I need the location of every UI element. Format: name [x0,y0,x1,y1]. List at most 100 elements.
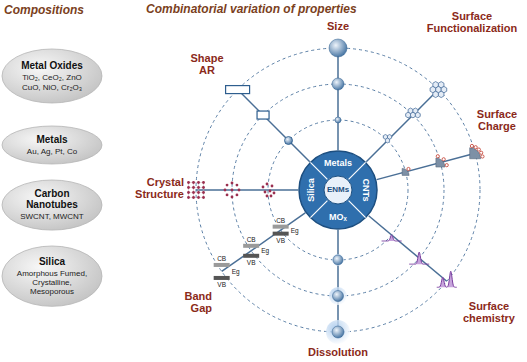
lattice-atom [226,184,229,187]
lattice-atom [197,181,200,184]
ellipse-content: Metal OxidesTiO₂, CeO₂, ZnO CuO, NiO, Cr… [16,60,87,91]
lattice-atom [236,184,239,187]
composition-ellipse: MetalsAu, Ag, Pt, Co [1,125,103,165]
property-glyph [335,117,341,123]
charge-mark [481,155,484,158]
conduction-band [273,225,289,229]
dissolution-halo [326,320,350,344]
band-label: CB [243,236,259,243]
band-label: VB [243,259,259,266]
ellipse-shape [2,246,102,306]
valence-band [243,254,259,258]
charge-mark [407,167,410,170]
shape-sphere [285,137,293,145]
composition-name: Metal Oxides [21,60,83,71]
hub-divider [310,201,327,218]
property-axis [337,230,339,332]
property-glyph [226,86,250,94]
property-glyph [329,39,347,57]
enm-hub: ENMsMetalsCNTsMOₓSilica [298,150,378,230]
size-sphere [329,39,347,57]
property-label: Crystal Structure [122,176,184,200]
particle-quadrant [436,158,445,167]
lattice-atom [187,186,190,189]
ellipse-shape [2,180,102,230]
lattice-atom [192,181,195,184]
hub-circle [299,151,377,229]
property-glyph [470,144,484,158]
particle-quadrant [470,148,481,159]
lattice-line [189,187,204,188]
lattice-atom [197,186,200,189]
property-glyph [285,137,293,145]
property-glyph [187,181,205,199]
lattice-line [189,182,204,183]
property-axis [366,90,438,162]
property-label: Surface chemistry [455,300,523,324]
composition-examples: Au, Ag, Pt, Co [27,147,77,156]
property-label: Shape AR [183,52,231,76]
charge-mark [470,144,473,147]
lattice-line [203,183,204,198]
charge-mark [442,158,445,161]
property-label: Band Gap [172,290,212,314]
lattice-atom [269,190,272,193]
lattice-atom [273,192,276,195]
core-label: ENMs [327,186,349,194]
size-sphere [335,117,341,123]
particle-quadrant [402,168,409,175]
charge-mark [477,148,480,151]
lattice-atom [202,181,205,184]
lattice-atom [266,195,269,198]
band-label: CB [214,255,230,262]
node-outline [1,125,103,165]
property-glyph [409,252,429,264]
lattice-atom [231,189,234,192]
lattice-atom [192,191,195,194]
composition-name: Metals [36,134,67,145]
property-glyph [436,155,448,167]
property-glyph [402,167,410,175]
charge-mark [474,146,477,149]
dissolving-sphere [333,255,343,265]
property-axis [377,153,476,179]
lattice-atom [262,186,265,189]
composition-ellipse: SilicaAmorphous Fumed, Crystalline, Meso… [1,245,103,307]
dashed-ring [196,48,480,332]
section-heading: Combinatorial variation of properties [146,3,396,16]
property-glyph [430,82,447,98]
lattice-atom [202,191,205,194]
property-glyph [224,182,241,199]
property-glyph [214,263,230,280]
property-glyph [332,78,344,90]
lattice-atom [202,196,205,199]
material-class: Metals [324,159,352,168]
lattice-atom [197,196,200,199]
functional-group [438,91,444,97]
lattice-line [189,197,204,198]
shape-rod [226,86,250,94]
lattice-atom [224,189,227,192]
lattice-atom [197,191,200,194]
property-label: Surface Charge [472,108,522,132]
property-glyph [329,287,347,305]
ellipse-content: Carbon NanotubesSWCNT, MWCNT [16,188,87,221]
functional-group [385,138,389,143]
composition-ellipse: Carbon NanotubesSWCNT, MWCNT [1,179,103,231]
property-label: Dissolution [298,346,378,358]
lattice-atom [271,185,274,188]
material-class: MOₓ [329,213,347,222]
property-axis [337,48,339,150]
band-label: Eg [232,268,246,275]
material-class: Silica [307,178,316,202]
charge-mark [436,155,439,158]
shape-rod [257,111,269,119]
property-glyph [332,254,344,266]
hub-divider [349,201,366,218]
ellipse-content: MetalsAu, Ag, Pt, Co [16,134,87,156]
property-axis [369,216,447,282]
property-glyph [383,135,391,143]
composition-examples: SWCNT, MWCNT [20,212,84,221]
property-glyph [257,111,269,119]
